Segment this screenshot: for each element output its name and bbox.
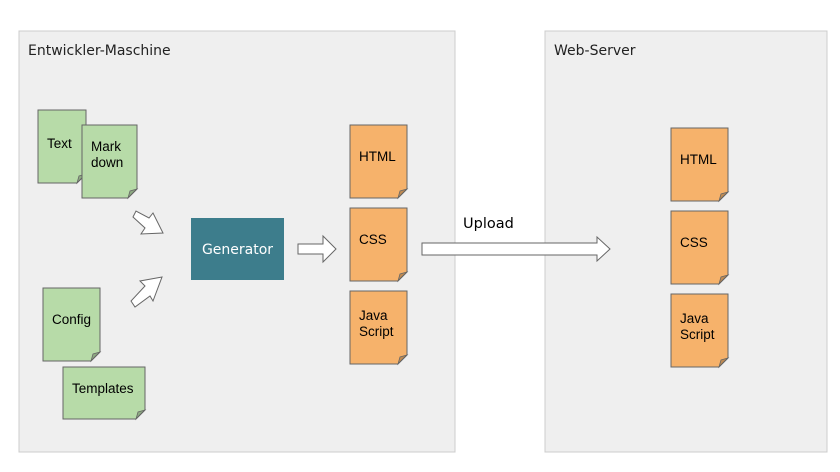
document-fold	[718, 191, 730, 203]
output-css-document: CSS	[349, 207, 409, 283]
document-fold	[718, 274, 730, 286]
arrow-config-to-generator	[130, 276, 163, 308]
document-label: Java	[680, 311, 709, 326]
document-fold	[135, 409, 147, 421]
web-server-title: Web-Server	[554, 43, 636, 59]
developer-machine-title: Entwickler-Maschine	[28, 43, 171, 59]
document-label: HTML	[359, 149, 396, 164]
generator-label: Generator	[202, 242, 273, 258]
arrow-text-to-generator	[132, 210, 164, 235]
document-label: Script	[680, 327, 715, 342]
upload-arrow	[421, 235, 611, 263]
templates-document: Templates	[62, 366, 147, 421]
config-document: Config	[42, 287, 102, 363]
document-fold	[397, 271, 409, 283]
document-label: Mark	[91, 139, 121, 154]
document-label: Java	[359, 308, 388, 323]
arrow-generator-to-outputs	[297, 234, 337, 264]
document-label: Script	[359, 324, 394, 339]
document-fold	[397, 354, 409, 366]
server-html-document: HTML	[670, 127, 730, 203]
document-label: down	[91, 155, 123, 170]
document-label: Templates	[72, 381, 134, 396]
document-fold	[90, 351, 102, 363]
document-fold	[718, 357, 730, 369]
upload-label: Upload	[463, 216, 514, 232]
generator-box	[191, 218, 284, 280]
server-css-document: CSS	[670, 210, 730, 286]
document-label: CSS	[680, 235, 708, 250]
document-fold	[397, 188, 409, 200]
document-label: CSS	[359, 232, 387, 247]
text-document: Text	[37, 109, 88, 185]
document-fold	[127, 188, 139, 200]
document-label: Text	[47, 136, 72, 151]
output-html-document: HTML	[349, 124, 409, 200]
document-label: HTML	[680, 152, 717, 167]
document-label: Config	[52, 312, 91, 327]
